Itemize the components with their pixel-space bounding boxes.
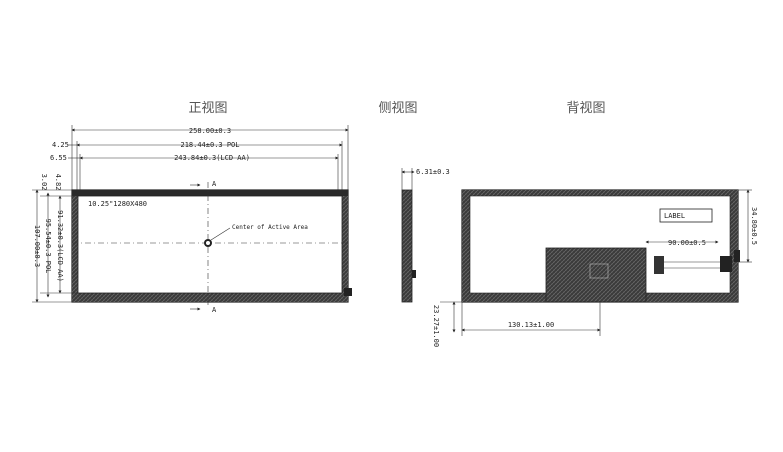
dim-top-offset: 3.02: [40, 174, 48, 191]
dim-top-offset-2: 4.82: [54, 174, 62, 191]
section-marker-bottom: A: [212, 306, 217, 314]
dim-pol-width: 218.44±0.3 POL: [180, 141, 239, 149]
dim-fpc-position: 130.13±1.00: [508, 321, 554, 329]
center-note: Center of Active Area: [232, 224, 308, 231]
panel-label: 10.25"1280X480: [88, 200, 147, 208]
dim-left-1: 4.25: [52, 141, 69, 149]
side-view-title: 侧视图: [378, 101, 417, 116]
back-view: LABEL 90.00±0.5 34.80±0.5 23.27±1.00 130…: [432, 189, 758, 347]
label-box: LABEL: [664, 212, 685, 220]
dim-overall-width: 258.00±0.3: [189, 127, 231, 135]
back-view-title: 背视图: [566, 101, 605, 116]
front-view: 258.00±0.3 218.44±0.3 POL 243.84±0.3(LCD…: [32, 125, 352, 314]
dim-fpc-offset: 23.27±1.00: [432, 305, 440, 347]
dim-overall-height: 107.00±0.3: [33, 225, 41, 267]
front-view-title: 正视图: [188, 101, 227, 116]
dim-right-height: 34.80±0.5: [750, 207, 758, 245]
dim-aa-height: 91.32±0.3(LCD AA): [56, 210, 64, 282]
section-marker-top: A: [212, 180, 217, 188]
side-view: 6.31±0.3: [401, 168, 450, 303]
dim-aa-width: 243.84±0.3(LCD AA): [174, 154, 250, 162]
dim-pol-height: 95.54±0.3 POL: [44, 219, 52, 274]
dim-left-2: 6.55: [50, 154, 67, 162]
dim-thickness: 6.31±0.3: [416, 168, 450, 176]
dim-fpc-width: 90.00±0.5: [668, 239, 706, 247]
